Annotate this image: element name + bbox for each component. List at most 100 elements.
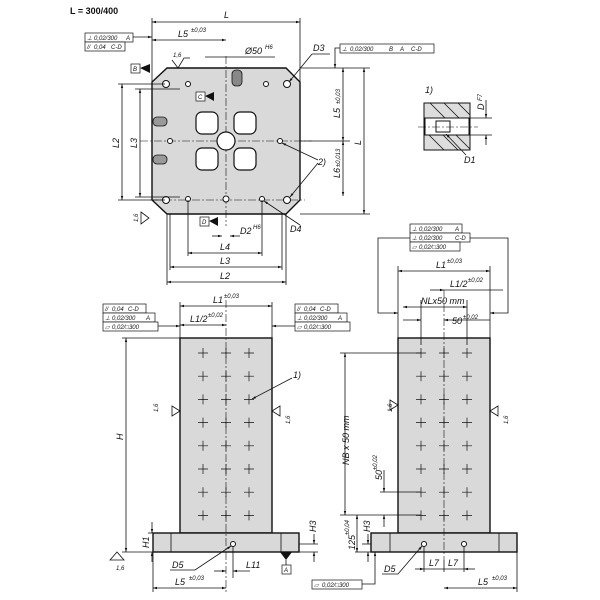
side-L1-2: L1/2	[450, 279, 468, 289]
svg-text:0,04: 0,04	[304, 307, 316, 313]
svg-text:0,02/300: 0,02/300	[304, 316, 328, 322]
hole-cross	[462, 510, 472, 521]
side-tol-L1: ±0,03	[447, 259, 463, 265]
label-D4: D4	[290, 224, 302, 234]
hole-cross	[462, 487, 472, 498]
side-tol-pitch: ±0,02	[463, 315, 479, 321]
label-D3: D3	[313, 43, 325, 53]
datum-D	[199, 216, 210, 227]
front-tol-L1-2: ±0,02	[208, 313, 224, 319]
svg-text:C-D: C-D	[455, 236, 466, 242]
hole-cross	[198, 464, 208, 474]
dim-L3: L3	[220, 256, 230, 266]
svg-text:▱: ▱	[412, 245, 418, 251]
hole-cross	[198, 394, 208, 405]
front-tol-L1: ±0,03	[224, 294, 240, 300]
datum-B	[130, 63, 141, 74]
side-pitch: 50	[452, 316, 462, 326]
svg-text:B: B	[389, 47, 393, 53]
side-roughness-left: 1,6	[388, 403, 394, 412]
side-thread-lower	[152, 154, 168, 165]
side-thread-upper	[152, 116, 168, 127]
dim-L3-vertical: L3	[129, 138, 139, 148]
hole-cross	[244, 510, 254, 521]
side-tol-125: ±0,04	[345, 519, 351, 535]
dia-50: Ø50	[244, 46, 262, 56]
side-D5: D5	[384, 564, 396, 574]
hole-cross	[198, 417, 208, 428]
dim-L2: L2	[220, 271, 230, 281]
hole-cross	[198, 440, 208, 451]
hole-cross	[439, 394, 449, 405]
front-roughness-base: 1,6	[116, 566, 125, 572]
svg-text:C-D: C-D	[411, 47, 422, 53]
dim-L: L	[224, 10, 229, 20]
size-note: L = 300/400	[70, 6, 118, 16]
svg-text:A: A	[399, 47, 404, 53]
hole-cross	[198, 487, 208, 498]
datum-A	[281, 564, 292, 575]
hole-cross	[221, 371, 231, 382]
hole-cross	[416, 394, 426, 405]
svg-text:C-D: C-D	[128, 307, 139, 313]
hole-cross	[439, 510, 449, 521]
svg-text:0,02/300: 0,02/300	[419, 236, 443, 242]
side-tol-L5: ±0,03	[492, 576, 508, 582]
svg-text://: //	[86, 45, 92, 51]
datum-A-label: A	[283, 568, 288, 574]
svg-text:A: A	[145, 316, 150, 322]
svg-text:0,02/300: 0,02/300	[419, 227, 443, 233]
hole-cross	[221, 440, 231, 451]
svg-text:⊥: ⊥	[297, 315, 302, 322]
dim-L6: L6	[332, 168, 342, 178]
tolerance-frame-top-right: ⊥ 0,02/300 B A C-D	[333, 43, 435, 68]
hole-cross	[221, 348, 231, 358]
svg-text:⊥: ⊥	[412, 226, 417, 233]
svg-text:0,02/□300: 0,02/□300	[112, 325, 140, 331]
front-L11: L11	[246, 560, 260, 570]
svg-text:C-D: C-D	[111, 45, 122, 51]
tol-L5-vertical: ±0,03	[336, 88, 342, 104]
hole-cross	[439, 440, 449, 451]
hole-cross	[416, 371, 426, 382]
svg-text:⊥: ⊥	[342, 46, 347, 53]
svg-text://: //	[104, 307, 110, 313]
front-H: H	[115, 433, 125, 440]
svg-text:0,02/□300: 0,02/□300	[419, 245, 447, 251]
svg-text:▱: ▱	[314, 583, 320, 589]
center-bore	[216, 131, 236, 151]
svg-text:⊥: ⊥	[412, 235, 417, 242]
side-H3: H3	[362, 520, 372, 532]
hole-cross	[439, 371, 449, 382]
front-H1: H1	[141, 536, 151, 548]
dim-L2-vertical: L2	[111, 138, 121, 148]
hole-cross	[198, 371, 208, 382]
hole-cross	[221, 394, 231, 405]
hole-cross	[462, 440, 472, 451]
side-L7-b: L7	[448, 558, 459, 568]
dim-D2: D2	[240, 226, 252, 236]
front-L1: L1	[213, 295, 223, 305]
dia-fit: H6	[265, 45, 273, 51]
dim-L4: L4	[220, 242, 230, 252]
detail-label: 1)	[425, 85, 433, 95]
hole-cross	[462, 371, 472, 382]
hole-cross	[416, 440, 426, 451]
front-H3: H3	[308, 520, 318, 532]
svg-text:▱: ▱	[297, 325, 303, 331]
detail-bushing: 1) D F7 D1	[418, 85, 492, 165]
hole-cross	[221, 510, 231, 521]
front-L5: L5	[175, 577, 186, 587]
hole-grid	[198, 348, 254, 521]
tolerance-frame-side-bottom: ▱ 0,02/□300	[311, 552, 377, 590]
detail-D-fit: F7	[478, 93, 484, 101]
datum-C-label: C	[198, 95, 203, 101]
roughness-top: 1,6	[173, 53, 182, 59]
front-roughness-right: 1,6	[286, 415, 292, 424]
hole-cross	[244, 394, 254, 405]
svg-text:A: A	[454, 227, 459, 233]
D2-fit: H6	[253, 225, 261, 231]
